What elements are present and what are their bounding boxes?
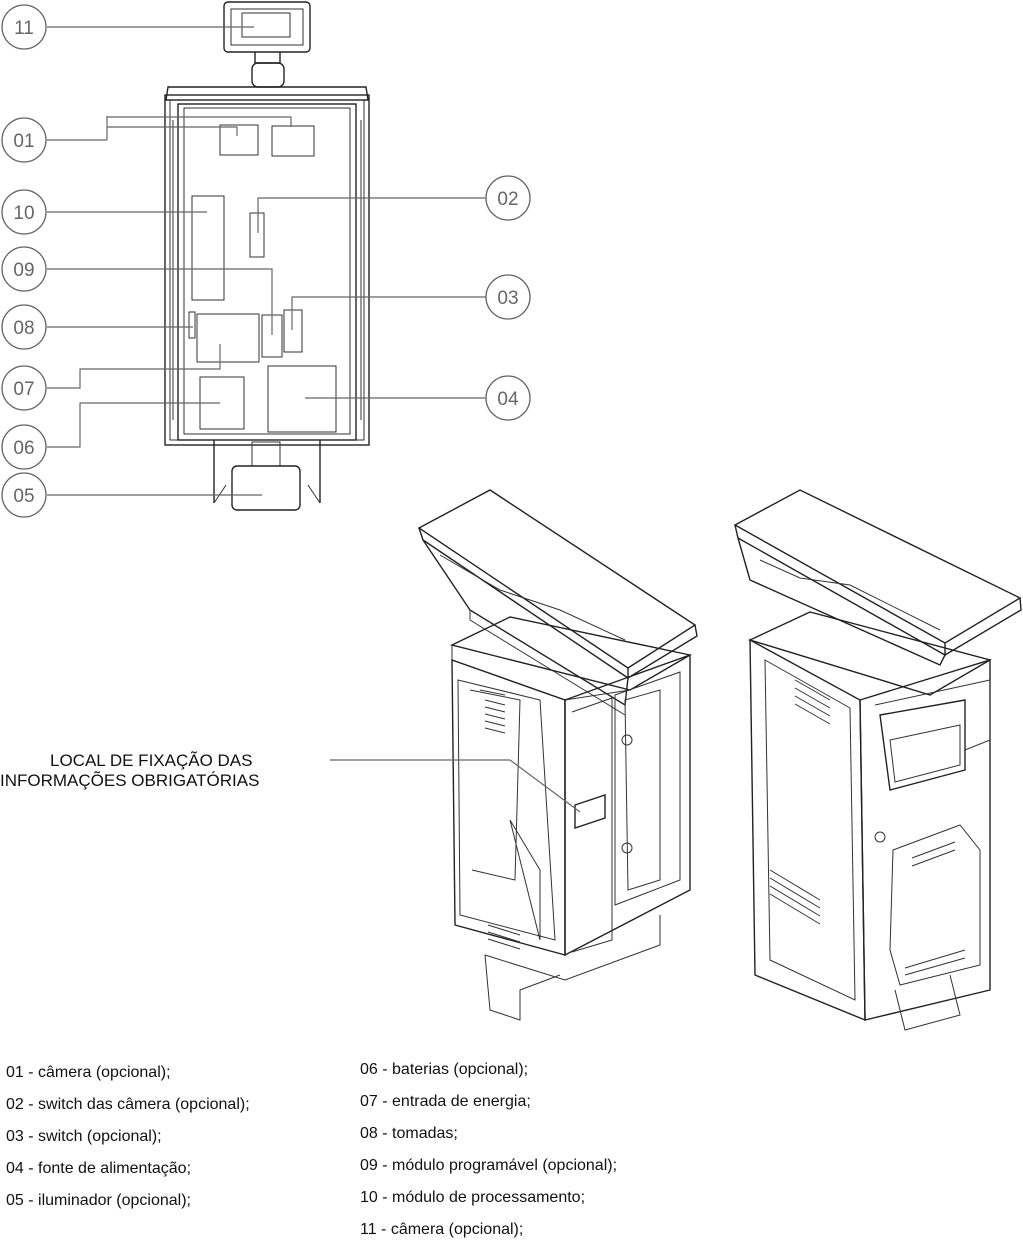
legend-item: 11 - câmera (opcional); xyxy=(360,1221,524,1238)
legend-left-column: 01 - câmera (opcional); 02 - switch das … xyxy=(6,1057,250,1217)
svg-text:04: 04 xyxy=(497,389,519,410)
svg-text:05: 05 xyxy=(13,486,34,507)
legend-item: 04 - fonte de alimentação; xyxy=(6,1160,192,1177)
callout-leaders xyxy=(47,26,486,496)
callout-08: 08 xyxy=(1,304,47,350)
legend-item: 09 - módulo programável (opcional); xyxy=(360,1157,618,1174)
callout-bubbles: 11 01 10 09 08 07 06 05 02 03 04 xyxy=(1,4,531,518)
callout-09: 09 xyxy=(1,246,47,292)
callout-01: 01 xyxy=(1,117,47,163)
legend-item: 07 - entrada de energia; xyxy=(360,1093,531,1110)
legend-item: 02 - switch das câmera (opcional); xyxy=(6,1096,250,1113)
callout-07: 07 xyxy=(1,365,47,411)
callout-04: 04 xyxy=(485,375,531,421)
svg-text:10: 10 xyxy=(13,203,34,224)
marking-label-line1: LOCAL DE FIXAÇÃO DAS xyxy=(50,751,253,770)
legend-item: 08 - tomadas; xyxy=(360,1125,458,1142)
svg-text:09: 09 xyxy=(13,260,34,281)
legend-item: 01 - câmera (opcional); xyxy=(6,1064,171,1081)
legend-item: 10 - módulo de processamento; xyxy=(360,1189,586,1206)
legend-right-column: 06 - baterias (opcional); 07 - entrada d… xyxy=(360,1054,617,1246)
legend-item: 06 - baterias (opcional); xyxy=(360,1061,529,1078)
callout-05: 05 xyxy=(1,472,47,518)
callout-11: 11 xyxy=(1,4,47,50)
svg-text:06: 06 xyxy=(13,438,34,459)
svg-text:07: 07 xyxy=(13,379,34,400)
enclosure-isometric-front xyxy=(330,489,698,1021)
enclosure-isometric-back xyxy=(733,489,1022,1031)
marking-label-line2: INFORMAÇÕES OBRIGATÓRIAS xyxy=(0,771,260,790)
svg-text:11: 11 xyxy=(14,18,34,39)
callout-06: 06 xyxy=(1,424,47,470)
legend-item: 05 - iluminador (opcional); xyxy=(6,1192,191,1209)
svg-text:01: 01 xyxy=(13,131,34,152)
callout-10: 10 xyxy=(1,189,47,235)
svg-text:03: 03 xyxy=(497,288,518,309)
callout-03: 03 xyxy=(485,274,531,320)
marking-location-label: LOCAL DE FIXAÇÃO DAS INFORMAÇÕES OBRIGAT… xyxy=(0,751,330,791)
legend-item: 03 - switch (opcional); xyxy=(6,1128,162,1145)
svg-text:08: 08 xyxy=(13,318,34,339)
enclosure-front-view xyxy=(164,1,370,511)
svg-text:02: 02 xyxy=(497,189,518,210)
callout-02: 02 xyxy=(485,175,531,221)
